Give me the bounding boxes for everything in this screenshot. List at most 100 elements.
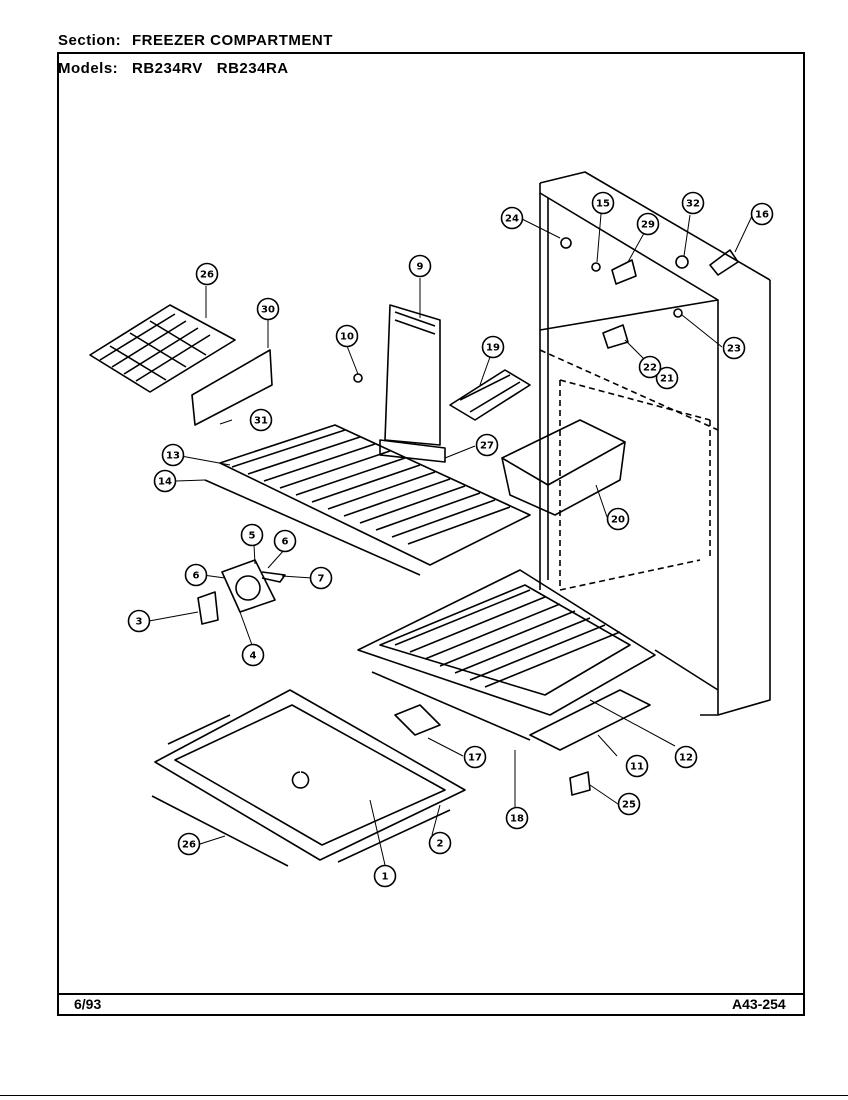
callout-circle <box>463 745 487 769</box>
callout-number: 1 <box>382 872 389 883</box>
callout-number: 12 <box>679 753 693 764</box>
callout-circle <box>195 262 219 286</box>
callout-circle <box>153 469 177 493</box>
shelf-bracket <box>191 349 273 426</box>
callout-18: 18 <box>505 806 529 830</box>
hardware-parts <box>353 237 739 383</box>
callout-circle <box>681 191 705 215</box>
callout-number: 7 <box>318 574 325 585</box>
callout-6: 6 <box>184 563 208 587</box>
callout-7: 7 <box>309 566 333 590</box>
wire-shelf <box>204 424 531 576</box>
callout-circle <box>273 529 297 553</box>
callout-circle <box>722 336 746 360</box>
callout-2: 2 <box>428 831 452 855</box>
callout-number: 14 <box>158 477 172 488</box>
callout-number: 10 <box>340 332 354 343</box>
footer-date: 6/93 <box>74 996 102 1012</box>
callout-circle <box>750 202 774 226</box>
callout-23: 23 <box>722 336 746 360</box>
callout-number: 26 <box>200 270 214 281</box>
callout-13: 13 <box>161 443 185 467</box>
callout-circle <box>591 191 615 215</box>
diagram-frame <box>57 52 805 1016</box>
callout-number: 15 <box>596 199 610 210</box>
callout-25: 25 <box>617 792 641 816</box>
callout-circle <box>636 212 660 236</box>
callout-circle <box>240 523 264 547</box>
callout-22: 22 <box>638 355 662 379</box>
callout-circle <box>335 324 359 348</box>
model-1: RB234RV <box>132 60 203 77</box>
callout-circle <box>373 864 397 888</box>
section-line: Section: FREEZER COMPARTMENT <box>58 32 347 49</box>
callout-26: 26 <box>195 262 219 286</box>
callout-19: 19 <box>481 335 505 359</box>
freezer-shelf-small <box>89 304 236 393</box>
footer-rule <box>57 993 805 995</box>
callout-number: 29 <box>641 220 655 231</box>
callout-number: 25 <box>622 800 636 811</box>
callout-circle <box>161 443 185 467</box>
callout-circle <box>249 408 273 432</box>
trim-strips <box>151 671 591 867</box>
callout-32: 32 <box>681 191 705 215</box>
section-label: Section: <box>58 32 122 49</box>
callout-number: 13 <box>166 451 180 462</box>
callout-4: 4 <box>241 643 265 667</box>
callout-21: 21 <box>655 366 679 390</box>
callout-circle <box>625 754 649 778</box>
callout-14: 14 <box>153 469 177 493</box>
cabinet-outline <box>539 171 771 716</box>
callout-10: 10 <box>335 324 359 348</box>
callout-number: 24 <box>505 214 519 225</box>
callout-number: 6 <box>193 571 200 582</box>
callout-circle <box>309 566 333 590</box>
callout-24: 24 <box>500 206 524 230</box>
callout-30: 30 <box>256 297 280 321</box>
callout-26: 26 <box>177 832 201 856</box>
callout-number: 11 <box>630 762 644 773</box>
callout-31: 31 <box>249 408 273 432</box>
callout-number: 6 <box>282 537 289 548</box>
callout-number: 16 <box>755 210 769 221</box>
footer-code: A43-254 <box>732 996 786 1012</box>
callout-number: 32 <box>686 199 700 210</box>
callout-number: 27 <box>480 441 494 452</box>
callout-number: 26 <box>182 840 196 851</box>
callout-circle <box>241 643 265 667</box>
callout-17: 17 <box>463 745 487 769</box>
callout-circle <box>481 335 505 359</box>
callout-number: 22 <box>643 363 657 374</box>
callout-circle <box>500 206 524 230</box>
callout-11: 11 <box>625 754 649 778</box>
callout-16: 16 <box>750 202 774 226</box>
callout-circle <box>256 297 280 321</box>
ice-bin <box>501 419 626 516</box>
callout-27: 27 <box>475 433 499 457</box>
callout-number: 19 <box>486 343 500 354</box>
freezer-floor-shelf <box>357 569 656 751</box>
callout-circle <box>428 831 452 855</box>
callout-number: 23 <box>727 344 741 355</box>
callout-6: 6 <box>273 529 297 553</box>
section-title: FREEZER COMPARTMENT <box>132 32 333 49</box>
callout-circle <box>638 355 662 379</box>
callout-circle <box>505 806 529 830</box>
callout-number: 3 <box>136 617 143 628</box>
models-label: Models: <box>58 60 119 77</box>
fan-motor-assembly <box>197 559 286 625</box>
leader-lines <box>148 213 753 866</box>
callout-circle <box>674 745 698 769</box>
callout-number: 4 <box>250 651 257 662</box>
callout-1: 1 <box>373 864 397 888</box>
callout-5: 5 <box>240 523 264 547</box>
callout-15: 15 <box>591 191 615 215</box>
callout-12: 12 <box>674 745 698 769</box>
callout-number: 2 <box>437 839 444 850</box>
page-bottom-rule <box>0 1095 848 1096</box>
callout-20: 20 <box>606 507 630 531</box>
callout-number: 21 <box>660 374 674 385</box>
